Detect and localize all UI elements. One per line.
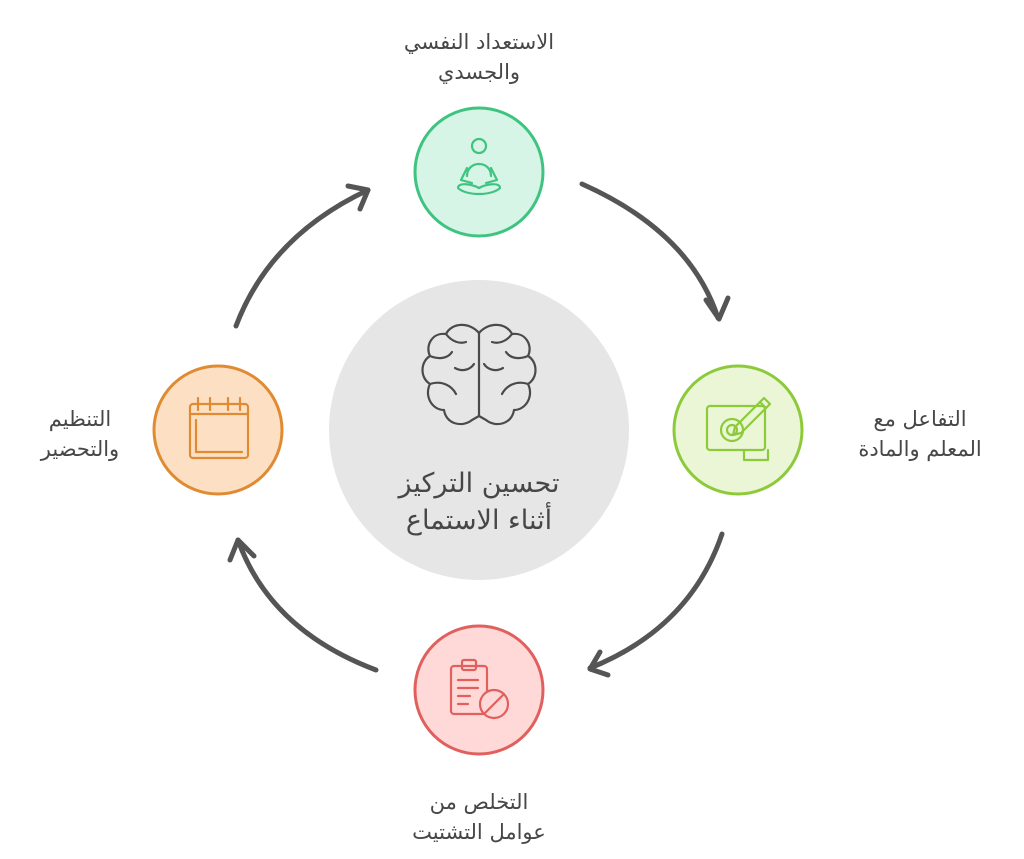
- node-organization-circle: [152, 364, 284, 496]
- node-readiness-label-line-2: والجسدي: [437, 60, 521, 84]
- calendar-icon: [188, 396, 250, 460]
- arrow-readiness-to-interaction: [579, 181, 721, 321]
- arrowhead-1: [703, 295, 731, 322]
- node-readiness-circle: [413, 106, 545, 238]
- node-readiness-label: الاستعداد النفسي والجسدي: [329, 27, 629, 87]
- center-circle: [329, 280, 629, 580]
- node-readiness-label-line-1: الاستعداد النفسي: [403, 30, 555, 54]
- node-interaction-label: التفاعل مع المعلم والمادة: [830, 404, 1010, 464]
- clipboard-block-icon: [449, 658, 510, 720]
- brain-icon: [421, 323, 537, 426]
- meditation-icon: [456, 137, 502, 196]
- center-title-line-2: أثناء الاستماع: [405, 505, 553, 536]
- node-distraction-label-line-1: التخلص من: [429, 790, 529, 814]
- arrow-distraction-to-organization: [235, 537, 379, 673]
- arrows: [227, 181, 731, 678]
- arrow-interaction-to-distraction: [587, 531, 725, 671]
- node-organization-label-line-1: التنظيم: [48, 407, 112, 431]
- arrowhead-4: [345, 183, 371, 212]
- center-title-line-1: تحسين التركيز: [398, 468, 560, 499]
- arrowhead-2: [587, 649, 611, 678]
- node-distraction-label: التخلص من عوامل التشتيت: [329, 787, 629, 847]
- center-title: تحسين التركيز أثناء الاستماع: [329, 465, 629, 539]
- node-interaction-label-line-2: المعلم والمادة: [858, 437, 982, 461]
- node-organization-label-line-2: والتحضير: [40, 437, 120, 461]
- arrowhead-3: [227, 537, 257, 563]
- node-interaction-label-line-1: التفاعل مع: [873, 407, 967, 431]
- node-distraction-label-line-2: عوامل التشتيت: [412, 820, 546, 844]
- arrow-organization-to-readiness: [233, 187, 371, 329]
- pen-target-icon: [705, 396, 772, 462]
- node-distraction-circle: [413, 624, 545, 756]
- node-organization-label: التنظيم والتحضير: [20, 404, 140, 464]
